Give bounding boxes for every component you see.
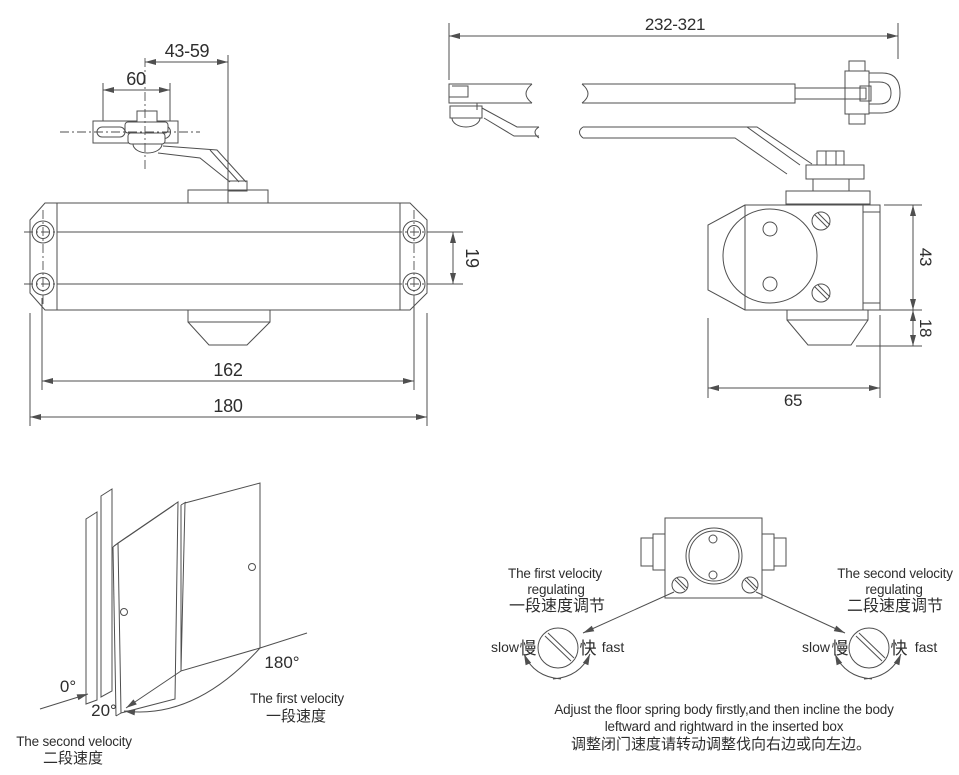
- angle-label-0: 0°: [60, 677, 76, 696]
- dimension-19: 19: [430, 231, 482, 285]
- caption-block: Adjust the floor spring body firstly,and…: [554, 702, 894, 753]
- dimension-60: 60: [102, 69, 171, 121]
- dimension-43: 43: [872, 204, 935, 311]
- regulating-screw-right: [741, 576, 759, 594]
- first-regulating-line1: The first velocity: [508, 566, 602, 581]
- first-regulating-line2: regulating: [527, 582, 584, 597]
- first-velocity-label-en: The first velocity: [250, 691, 344, 706]
- angle-label-180: 180°: [264, 653, 299, 672]
- dimension-43-59: 43-59: [145, 41, 228, 65]
- second-regulating-zh: 二段速度调节: [847, 597, 943, 615]
- second-velocity-label-en: The second velocity: [16, 734, 132, 749]
- dim-label-232-321: 232-321: [645, 15, 705, 34]
- second-velocity-label-zh: 二段速度: [43, 750, 103, 767]
- regulating-labels: The first velocity regulating 一段速度调节 The…: [508, 566, 953, 615]
- dimension-162: 162: [41, 298, 415, 390]
- dim-label-43: 43: [916, 248, 935, 266]
- first-velocity-dial: slow 慢 快 fast: [491, 627, 625, 680]
- fast-label-right: fast: [915, 639, 938, 655]
- fast-label-left: fast: [602, 639, 625, 655]
- first-regulating-zh: 一段速度调节: [509, 597, 605, 615]
- dimension-18: 18: [856, 310, 935, 347]
- first-velocity-label-zh: 一段速度: [266, 708, 326, 725]
- dim-label-180: 180: [213, 396, 242, 416]
- floor-lines: [39, 632, 308, 710]
- dimension-180: 180: [29, 313, 428, 426]
- caption-line1: Adjust the floor spring body firstly,and…: [554, 702, 894, 717]
- dimension-65: 65: [707, 315, 881, 410]
- door-open-20deg: [112, 501, 179, 717]
- dim-label-60: 60: [126, 69, 146, 89]
- clevis-hook: [844, 60, 901, 125]
- closer-body-front: [29, 55, 428, 346]
- dim-label-19: 19: [462, 248, 482, 268]
- dim-label-162: 162: [213, 360, 242, 380]
- pivot-boss: [785, 150, 871, 205]
- door-frame-closed: [85, 488, 113, 705]
- mounting-screw-holes: [24, 210, 433, 305]
- caption-line3: 调整闭门速度请转动调整伐向右边或向左边。: [571, 736, 871, 753]
- slow-label-left: slow: [491, 639, 520, 655]
- adjust-screw-side-top: [811, 211, 831, 231]
- dim-label-18: 18: [916, 319, 935, 337]
- adjustment-view: slow 慢 快 fast slow 慢 快 fast The first ve…: [491, 517, 953, 753]
- adjust-screw-side-bottom: [811, 283, 831, 303]
- angle-label-20: 20°: [91, 701, 117, 720]
- front-centerlines: [60, 58, 200, 170]
- closer-body-side: [707, 204, 881, 346]
- slide-arm-side: [448, 83, 867, 175]
- second-velocity-dial: slow 慢 快 fast: [802, 627, 938, 680]
- door-open-180deg: [180, 482, 261, 672]
- dim-label-43-59: 43-59: [165, 41, 210, 61]
- leader-arrows: [582, 591, 846, 634]
- second-regulating-line2: regulating: [865, 582, 922, 597]
- second-regulating-line1: The second velocity: [837, 566, 953, 581]
- side-view: 232-321: [448, 15, 935, 410]
- regulating-screw-left: [671, 576, 689, 594]
- fast-zh-label-right: 快: [891, 639, 908, 658]
- body-top-view: [640, 517, 787, 599]
- dimension-232-321: 232-321: [448, 15, 899, 80]
- slow-zh-label-right: 慢: [832, 638, 849, 658]
- dim-label-65: 65: [784, 391, 802, 410]
- swing-arc: [123, 647, 261, 716]
- caption-line2: leftward and rightward in the inserted b…: [605, 719, 844, 734]
- fast-zh-label-left: 快: [580, 639, 597, 658]
- slow-label-right: slow: [802, 639, 831, 655]
- mounting-bracket: [92, 110, 179, 154]
- front-view: 60 43-59 19 162 180: [24, 41, 482, 426]
- main-arm: [157, 145, 247, 183]
- slow-zh-label-left: 慢: [520, 638, 537, 658]
- door-swing-view: 0° 20° 180° The first velocity 一段速度 The …: [16, 482, 345, 767]
